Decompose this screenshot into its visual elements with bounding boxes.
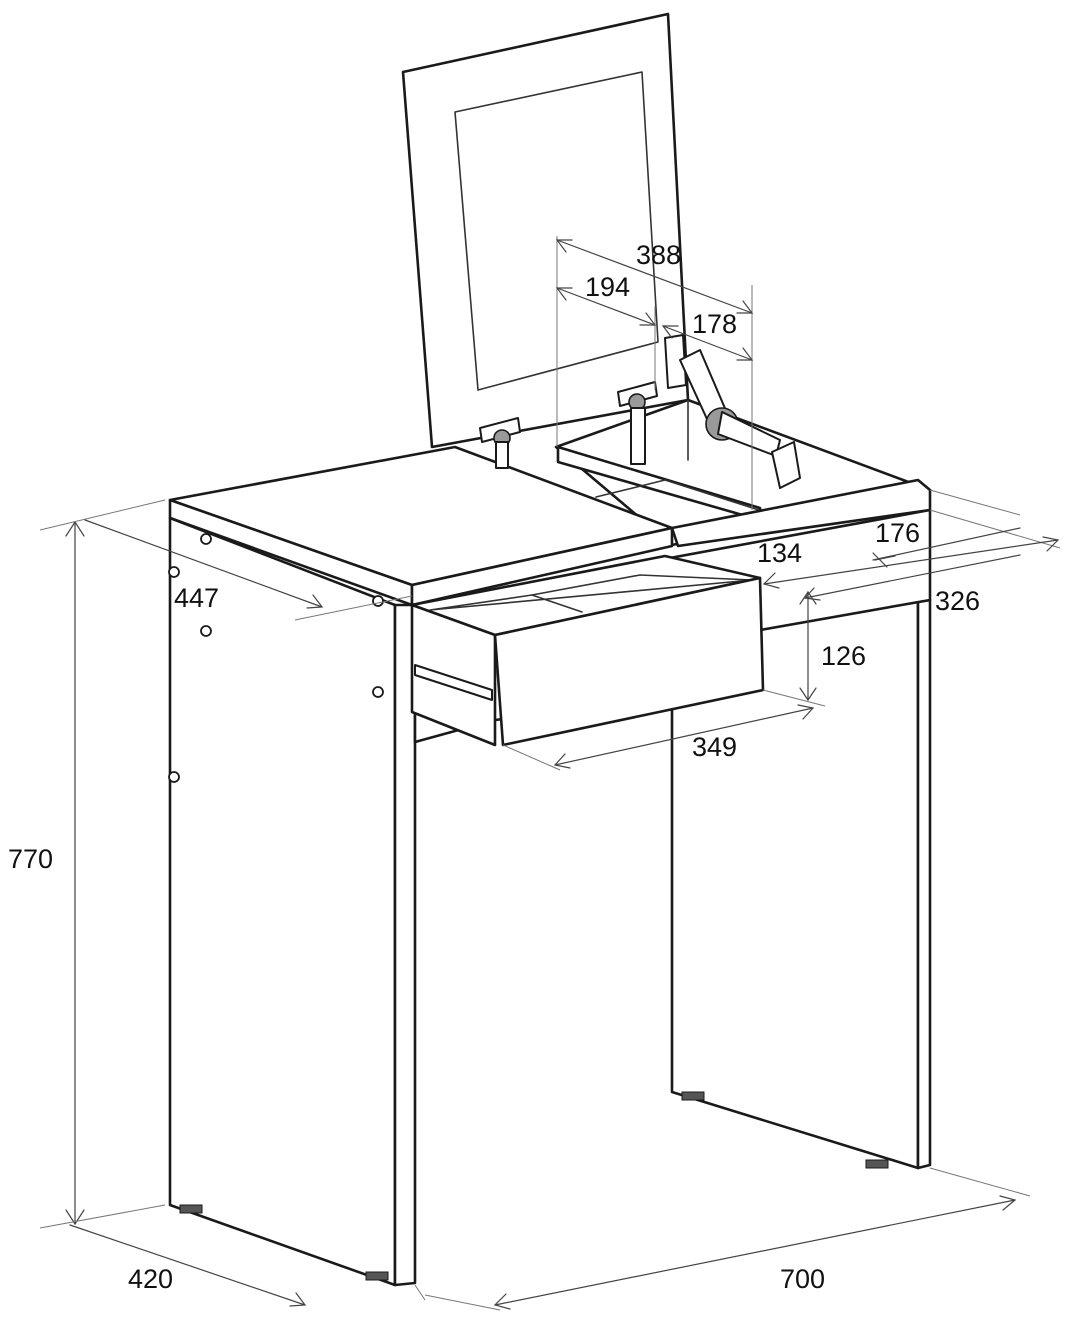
- foot: [179, 1204, 203, 1214]
- foot: [865, 1159, 889, 1169]
- dim-label-lid-stay-span: 178: [692, 309, 737, 339]
- dowel-hole: [168, 771, 180, 783]
- dowel-hole: [200, 533, 212, 545]
- dim-label-top-depth: 447: [174, 583, 219, 613]
- dim-label-total-height: 770: [8, 844, 53, 874]
- dowel-hole: [168, 566, 180, 578]
- dowel-hole: [372, 595, 384, 607]
- dim-label-drawer-height: 126: [821, 641, 866, 671]
- dim-label-total-width: 700: [780, 1264, 825, 1294]
- hinge-center: [617, 381, 658, 465]
- dim-label-inner-width: 326: [935, 586, 980, 616]
- drawer-runner: [414, 664, 493, 701]
- dim-label-drawer-side: 134: [757, 538, 802, 568]
- dim-label-compartment-depth: 176: [875, 518, 920, 548]
- dim-label-hinge-offset: 194: [585, 272, 630, 302]
- mirror-lid: [401, 12, 690, 449]
- lid-stay: [664, 334, 801, 489]
- dim-label-mirror-hinge-span: 388: [636, 240, 681, 270]
- foot: [681, 1091, 705, 1101]
- dowel-hole: [200, 625, 212, 637]
- dim-label-drawer-width: 349: [692, 732, 737, 762]
- left-side-panel: [168, 516, 417, 1287]
- dim-label-total-depth: 420: [128, 1264, 173, 1294]
- table-top: [168, 445, 674, 607]
- foot: [365, 1271, 389, 1281]
- compartment: [554, 398, 932, 548]
- drawer: [410, 554, 765, 747]
- mirror-glass: [454, 71, 659, 391]
- dowel-hole: [372, 686, 384, 698]
- dimension-labels: 770 420 700 447 388 194 178 176 134 326 …: [8, 240, 980, 1294]
- dimension-lines: [39, 236, 1061, 1311]
- right-side-panel: [670, 598, 932, 1170]
- hinge-left: [479, 417, 521, 469]
